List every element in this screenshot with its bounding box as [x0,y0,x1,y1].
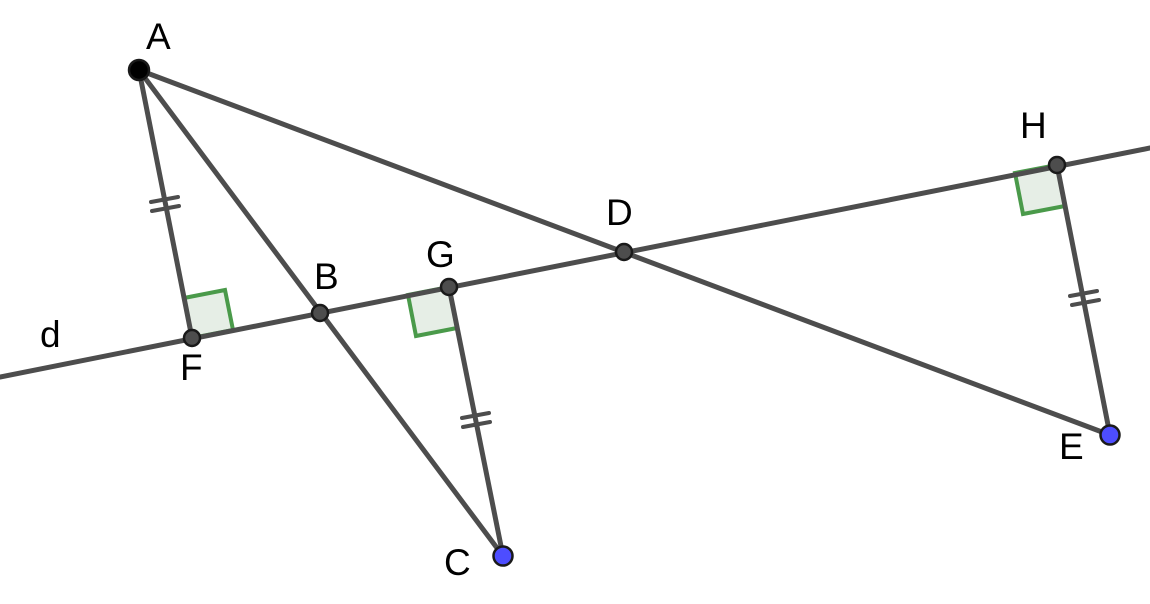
segment-he[interactable] [1054,162,1113,438]
label-point-d: D [606,192,633,233]
equal-length-mark-he [1068,289,1101,307]
point-g[interactable] [439,277,459,297]
segment-af[interactable] [136,67,195,341]
label-point-e: E [1059,426,1084,467]
point-c[interactable] [492,545,514,567]
point-e[interactable] [1099,424,1121,446]
line-d[interactable] [0,145,1150,380]
segment-gc[interactable] [446,284,506,559]
label-point-g: G [426,234,455,275]
label-point-c: C [444,542,471,583]
equal-length-mark-af [149,195,181,213]
point-f[interactable] [182,328,202,348]
label-point-a: A [146,16,171,57]
point-b[interactable] [310,303,330,323]
label-point-h: H [1020,105,1047,146]
point-d[interactable] [614,242,634,262]
equal-length-mark-gc [460,411,492,429]
point-a[interactable] [127,58,151,82]
point-h[interactable] [1047,155,1067,175]
label-point-f: F [180,347,203,388]
label-line-d: d [40,314,61,355]
label-point-b: B [314,256,339,297]
